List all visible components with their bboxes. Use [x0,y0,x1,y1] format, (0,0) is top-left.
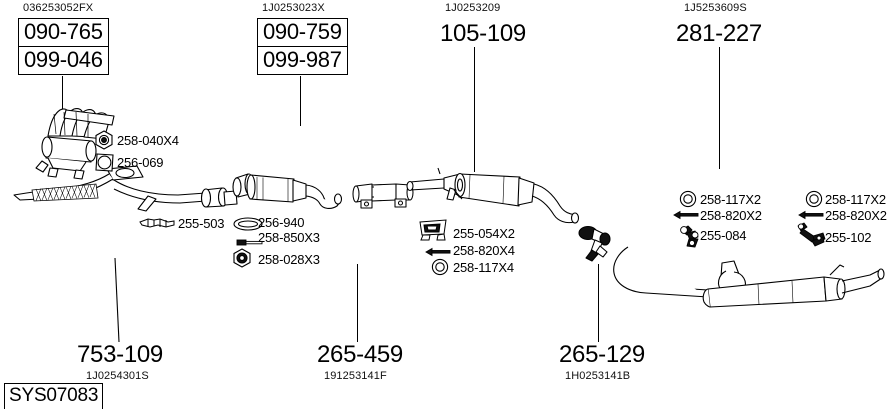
part-label-255-084: 255-084 [700,228,747,243]
part-label-258-117X4: 258-117X4 [453,260,514,275]
oem-code-2: 1J0253023X [262,2,325,14]
oem-code-4: 1J5253609S [684,2,747,14]
clamp-icon [136,216,178,232]
part-label-255-054X2: 255-054X2 [453,226,515,241]
leader-line-group-3 [474,47,475,172]
bracket-clamp-icon [418,218,448,242]
exhaust-manifold-drawing [34,106,159,196]
part-number-265-129: 265-129 [559,341,645,368]
leader-line-bottom-3 [598,264,599,342]
washer-icon [679,190,697,208]
part-number-105-109: 105-109 [440,20,526,47]
part-label-258-040X4: 258-040X4 [117,133,179,148]
stud-bolt-icon [236,238,264,248]
leader-line-group-4 [719,47,720,169]
oem-code-753-109: 1J0254301S [86,370,149,382]
oem-code-265-129: 1H0253141B [565,370,631,382]
oval-gasket-icon [232,216,264,232]
square-gasket-icon [94,152,116,174]
oem-code-1: 036253052FX [23,2,94,14]
part-label-258-820X2-left: 258-820X2 [700,208,762,223]
part-label-256-940: 256-940 [258,215,305,230]
system-code-badge: SYS07083 [4,383,104,409]
rear-silencer-drawing [608,245,888,309]
rubber-hanger-icon [678,224,704,248]
part-label-258-820X4: 258-820X4 [453,243,515,258]
oem-code-265-459: 191253141F [324,370,387,382]
washer-icon [805,190,823,208]
part-number-box-099-046: 099-046 [18,46,109,75]
part-number-753-109: 753-109 [77,341,163,368]
part-label-258-117X2-right: 258-117X2 [825,192,886,207]
part-label-255-102: 255-102 [825,230,872,245]
part-label-258-820X2-right: 258-820X2 [825,208,887,223]
part-label-255-503: 255-503 [178,216,225,231]
hex-nut-icon [232,248,252,268]
leader-line-bottom-2 [357,264,358,342]
leader-line-group-1 [62,76,63,110]
part-number-box-099-987: 099-987 [257,46,348,75]
part-number-281-227: 281-227 [676,20,762,47]
part-label-258-028X3: 258-028X3 [258,252,320,267]
catalytic-converter-drawing [232,170,344,216]
part-number-265-459: 265-459 [317,341,403,368]
bolt-icon [798,210,824,220]
connector-pipe-sleeve-drawing [352,180,414,216]
part-label-258-117X2-left: 258-117X2 [700,192,761,207]
oem-code-3: 1J0253209 [445,2,501,14]
bolt-icon [673,210,699,220]
leader-line-bottom-1 [110,257,126,344]
bracket-hanger-icon [795,222,827,248]
front-flexible-downpipe-drawing [10,165,240,227]
bolt-icon [425,247,451,257]
part-number-box-090-765: 090-765 [18,18,109,47]
part-number-box-090-759: 090-759 [257,18,348,47]
leader-line-group-2 [300,76,301,126]
part-label-256-069: 256-069 [117,155,164,170]
centre-silencer-drawing [404,167,584,234]
part-label-258-850X3: 258-850X3 [258,230,320,245]
rear-rubber-mount-drawing [576,224,620,266]
washer-icon [431,258,449,276]
hex-nut-icon [94,130,114,150]
